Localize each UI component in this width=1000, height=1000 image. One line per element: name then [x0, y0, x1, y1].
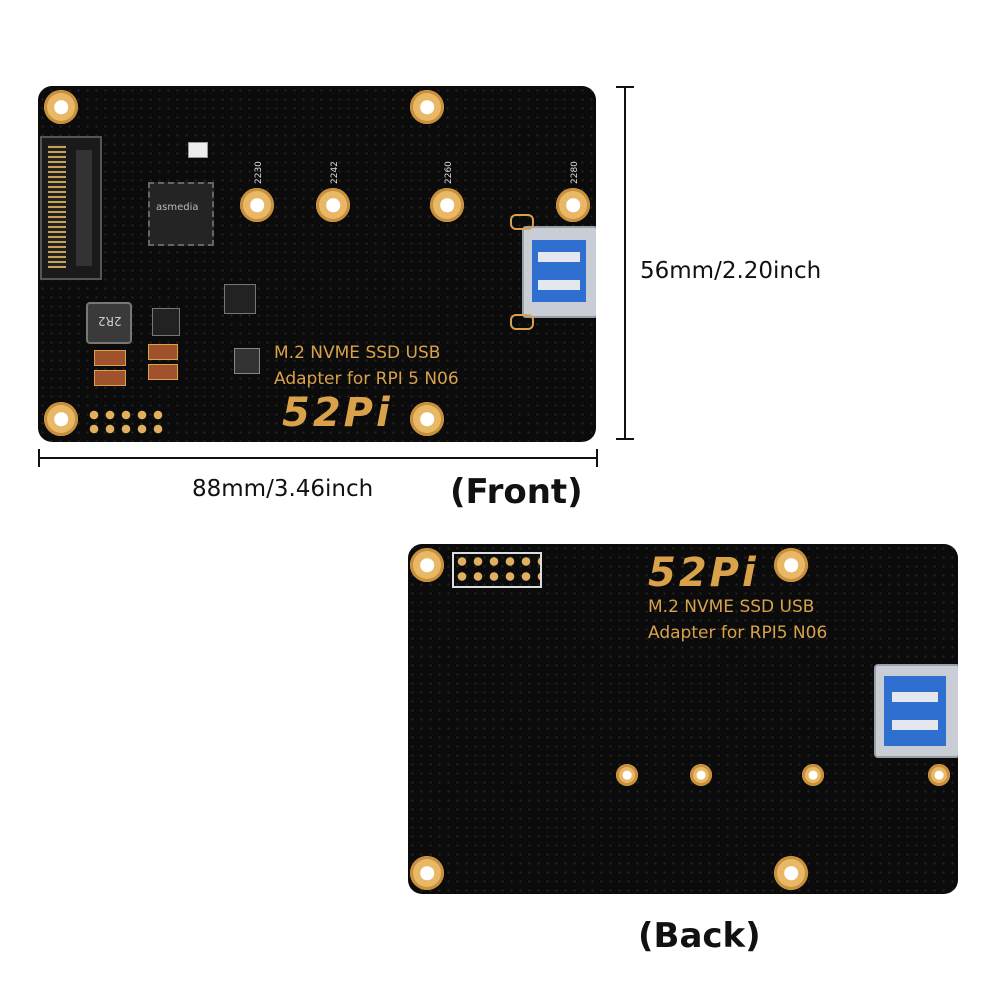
- ic-chip: [234, 348, 260, 374]
- header-pads: [452, 552, 542, 588]
- front-title-line2: Adapter for RPI 5 N06: [274, 369, 459, 389]
- front-view-label: (Front): [450, 472, 583, 512]
- inductor-label: 2R2: [98, 314, 122, 328]
- chip-label: asmedia: [156, 202, 199, 213]
- mounting-hole: [410, 548, 444, 582]
- usb-a-port: [522, 226, 596, 318]
- mounting-hole: [44, 90, 78, 124]
- mounting-hole: [410, 856, 444, 890]
- front-brand-logo: 52Pi: [282, 390, 393, 436]
- status-led: [188, 142, 208, 158]
- back-title-line2: Adapter for RPI5 N06: [648, 623, 828, 643]
- m2-standoff: [690, 764, 712, 786]
- standoff-label-2280: 2280: [570, 161, 580, 184]
- m2-connector: [40, 136, 102, 280]
- mounting-hole: [410, 402, 444, 436]
- m2-standoff-2230: [240, 188, 274, 222]
- back-title-line1: M.2 NVME SSD USB: [648, 597, 815, 617]
- height-dimension-tick-top: [616, 86, 634, 88]
- capacitor: [148, 364, 178, 380]
- height-dimension-label: 56mm/2.20inch: [640, 258, 822, 284]
- usb-shield-pad: [510, 314, 534, 330]
- width-dimension-tick-right: [596, 449, 598, 467]
- usb-bridge-chip: asmedia: [148, 182, 214, 246]
- mounting-hole: [774, 548, 808, 582]
- capacitor: [94, 370, 126, 386]
- mounting-hole: [44, 402, 78, 436]
- height-dimension-tick-bottom: [616, 438, 634, 440]
- back-view-label: (Back): [638, 916, 761, 956]
- standoff-label-2230: 2230: [254, 161, 264, 184]
- standoff-label-2260: 2260: [444, 161, 454, 184]
- ic-chip: [152, 308, 180, 336]
- usb-a-port: [874, 664, 958, 758]
- width-dimension-line: [38, 457, 598, 459]
- m2-standoff: [802, 764, 824, 786]
- back-brand-logo: 52Pi: [648, 550, 759, 596]
- standoff-label-2242: 2242: [330, 161, 340, 184]
- height-dimension-line: [624, 86, 626, 440]
- m2-standoff: [616, 764, 638, 786]
- m2-standoff-2242: [316, 188, 350, 222]
- width-dimension-tick-left: [38, 449, 40, 467]
- width-dimension-label: 88mm/3.46inch: [192, 476, 374, 502]
- front-title-line1: M.2 NVME SSD USB: [274, 343, 441, 363]
- ic-chip: [224, 284, 256, 314]
- header-pads: [86, 408, 166, 436]
- m2-standoff: [928, 764, 950, 786]
- mounting-hole: [774, 856, 808, 890]
- inductor: 2R2: [86, 302, 132, 344]
- m2-standoff-2260: [430, 188, 464, 222]
- usb-shield-pad: [510, 214, 534, 230]
- front-board: asmedia 2R2 2230 2242 2260 2280 M.2 NVME…: [38, 86, 596, 442]
- capacitor: [94, 350, 126, 366]
- mounting-hole: [410, 90, 444, 124]
- back-board: 52Pi M.2 NVME SSD USB Adapter for RPI5 N…: [408, 544, 958, 894]
- capacitor: [148, 344, 178, 360]
- m2-standoff-2280: [556, 188, 590, 222]
